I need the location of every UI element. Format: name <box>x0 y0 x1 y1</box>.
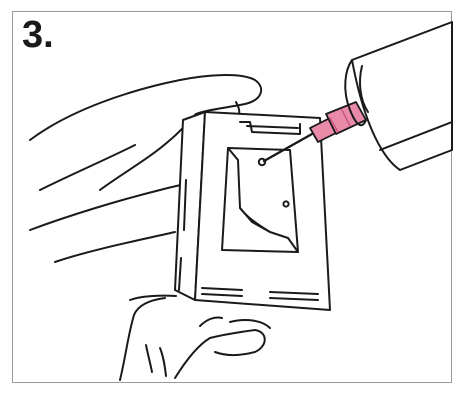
syringe-barrel <box>352 22 452 170</box>
lower-hand <box>120 296 270 380</box>
ink-cartridge <box>175 112 330 310</box>
